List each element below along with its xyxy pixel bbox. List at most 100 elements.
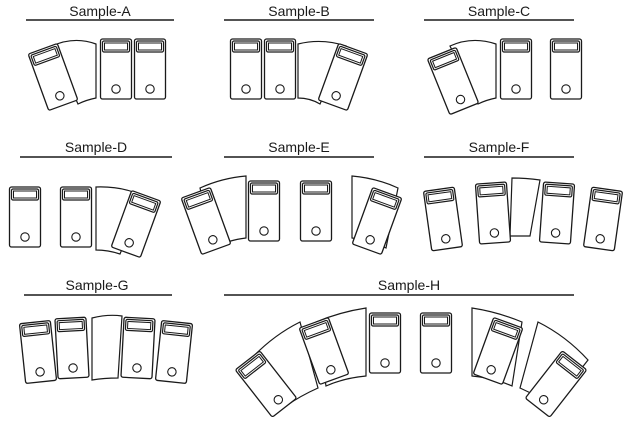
unit-h-24 [235, 350, 297, 418]
unit-tray [429, 49, 460, 71]
unit-tray-inner [372, 191, 398, 208]
unit-body [538, 181, 576, 245]
unit-g-22 [120, 316, 156, 380]
unit-tray-inner [23, 324, 49, 335]
unit-body [59, 186, 93, 248]
unit-h-26 [368, 312, 402, 374]
unit-b-4 [263, 38, 297, 100]
unit-tray [135, 40, 165, 53]
unit-tray-inner [431, 51, 458, 69]
unit-f-18 [538, 181, 576, 245]
unit-body [133, 38, 167, 100]
unit-circle [486, 365, 496, 375]
unit-tray [591, 188, 621, 205]
unit-tray [101, 40, 131, 53]
unit-circle [455, 94, 466, 105]
unit-circle [441, 234, 451, 244]
sample-h-header: Sample-H [224, 277, 574, 296]
unit-body [299, 180, 333, 242]
unit-body [499, 38, 533, 100]
layout-d-outline [95, 186, 145, 255]
unit-circle [595, 234, 605, 244]
unit-tray-inner [185, 191, 211, 208]
unit-circle [326, 365, 336, 375]
layout-b-outline [297, 40, 347, 105]
unit-circle [550, 228, 561, 238]
sample-d-header: Sample-D [20, 139, 172, 158]
unit-tray-inner [138, 42, 162, 51]
unit-tray [369, 189, 400, 210]
unit-tray [370, 314, 400, 327]
unit-tray [301, 319, 332, 340]
unit-body [235, 350, 297, 418]
layout-f-outline [509, 177, 541, 237]
unit-tray [61, 188, 91, 201]
unit-circle [55, 91, 65, 101]
unit-tray [490, 319, 521, 340]
sample-b-title: Sample-B [268, 3, 329, 19]
unit-circle [511, 84, 521, 94]
unit-body [263, 38, 297, 100]
layout-a-outline [51, 39, 97, 105]
unit-circle [538, 395, 549, 405]
unit-circle [365, 235, 375, 245]
sample-e-header: Sample-E [224, 139, 374, 158]
unit-tray-inner [163, 324, 189, 335]
unit-tray [10, 188, 40, 201]
unit-tray-inner [131, 194, 157, 211]
unit-tray-inner [303, 321, 329, 338]
unit-circle [35, 367, 45, 377]
unit-circle [380, 358, 390, 368]
unit-tray-inner [58, 320, 84, 331]
unit-tray [301, 182, 331, 195]
sample-f-title: Sample-F [469, 139, 530, 155]
unit-circle [145, 84, 155, 94]
unit-tray-inner [104, 42, 128, 51]
sample-b-header: Sample-B [224, 3, 374, 21]
unit-circle [111, 84, 121, 94]
unit-f-17 [474, 181, 512, 245]
unit-tray [231, 40, 261, 53]
unit-tray [501, 40, 531, 53]
sample-e-title: Sample-E [268, 139, 329, 155]
unit-e-14 [299, 180, 333, 242]
unit-a-0 [28, 43, 78, 111]
unit-tray [265, 40, 295, 53]
unit-d-9 [8, 186, 42, 248]
unit-d-10 [59, 186, 93, 248]
unit-tray [183, 189, 214, 210]
unit-circle [331, 91, 341, 101]
unit-body [229, 38, 263, 100]
unit-tray-inner [64, 190, 88, 199]
unit-circle [273, 395, 284, 405]
sample-h-title: Sample-H [378, 277, 440, 293]
unit-tray [128, 192, 159, 213]
units-layer [8, 38, 623, 418]
unit-tray-inner [13, 190, 37, 199]
unit-h-28 [473, 317, 523, 385]
unit-b-5 [318, 43, 368, 111]
unit-circle [431, 358, 441, 368]
sample-a-title: Sample-A [69, 3, 131, 19]
unit-tray [161, 322, 191, 337]
unit-body [120, 316, 156, 380]
unit-c-6 [427, 47, 479, 115]
unit-tray-inner [493, 321, 519, 338]
unit-tray-inner [240, 355, 265, 377]
unit-body [368, 312, 402, 374]
unit-e-15 [352, 187, 402, 255]
unit-tray-inner [554, 42, 578, 51]
unit-tray [21, 322, 51, 337]
unit-circle [124, 238, 134, 248]
sample-c-header: Sample-C [424, 3, 574, 21]
unit-h-29 [525, 350, 587, 418]
unit-g-21 [54, 316, 90, 380]
unit-tray-inner [32, 47, 58, 64]
unit-b-3 [229, 38, 263, 100]
unit-body [247, 180, 281, 242]
unit-tray-inner [338, 47, 364, 64]
unit-h-25 [299, 317, 349, 385]
unit-tray [335, 45, 366, 66]
unit-body [99, 38, 133, 100]
